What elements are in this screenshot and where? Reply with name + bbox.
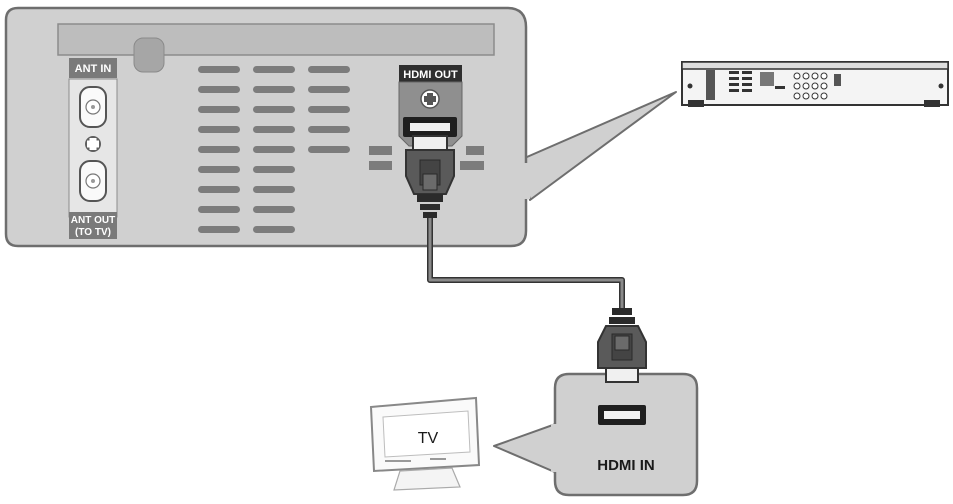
ant-in-label-bg [69, 58, 117, 78]
dvd-recorder [681, 61, 949, 107]
ant-out-label-sub: (TO TV) [75, 227, 111, 238]
hdmi-out-port: HDMI OUT [398, 65, 463, 147]
ant-out-connector [79, 160, 107, 202]
recorder-back-panel: ANT IN ANT OUT (TO TV) [4, 6, 530, 248]
ant-out-label: ANT OUT [71, 215, 115, 226]
callout-pointer-back-panel [519, 91, 677, 201]
vent-slots [198, 66, 350, 233]
hdmi-out-label: HDMI OUT [403, 69, 458, 81]
ant-out-label-bg [69, 212, 117, 239]
hdmi-side-marks [369, 146, 484, 170]
hdmi-in-callout: HDMI IN [493, 372, 699, 497]
ant-in-label: ANT IN [75, 63, 112, 75]
hdmi-in-port [598, 405, 646, 425]
top-strip [57, 23, 495, 56]
screw-icon [420, 89, 440, 109]
hdmi-out-label-bg [399, 65, 462, 82]
hdmi-plug-in [597, 308, 647, 383]
panel-tab [133, 37, 165, 73]
ant-in-connector [79, 86, 107, 128]
tv-icon: TV [369, 396, 481, 491]
tv-label: TV [418, 430, 439, 447]
antenna-section: ANT IN ANT OUT (TO TV) [68, 58, 118, 239]
rear-jacks [793, 72, 828, 100]
hdmi-in-label: HDMI IN [597, 457, 655, 474]
screw-icon [85, 136, 101, 152]
hdmi-plug-out [405, 135, 455, 218]
